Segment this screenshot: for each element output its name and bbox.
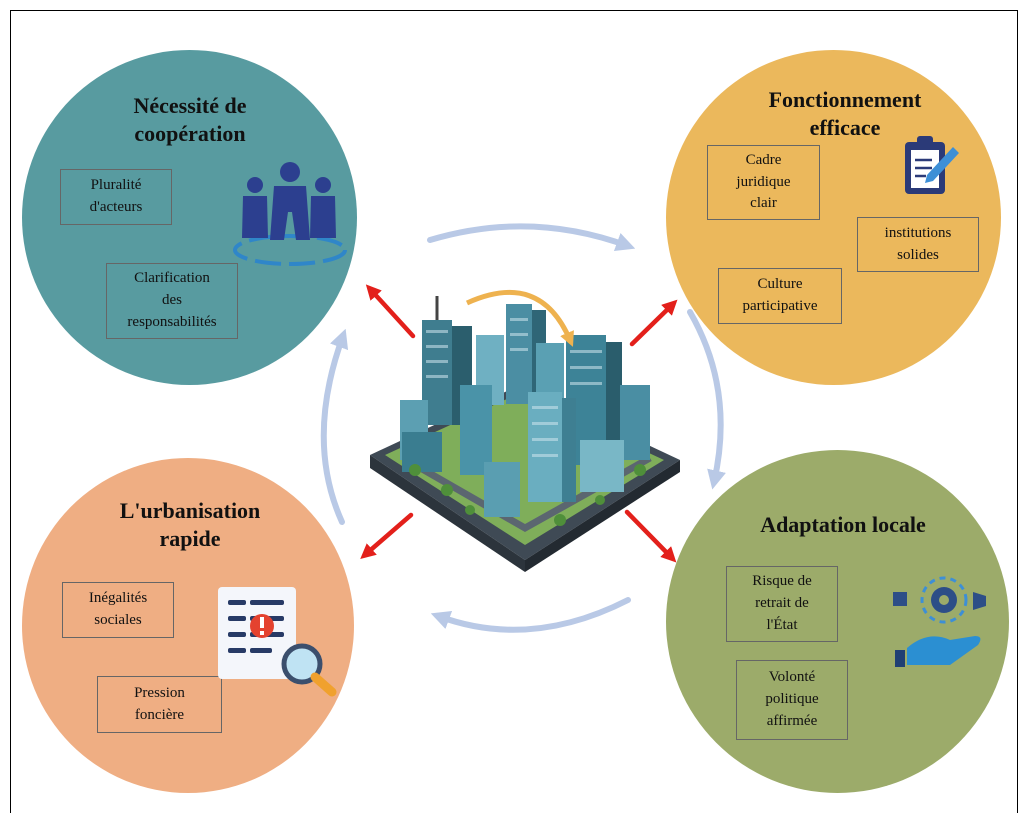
title-fonctionnement: Fonctionnement efficace bbox=[730, 86, 960, 141]
box-inegalites: Inégalités sociales bbox=[62, 582, 174, 638]
box-culture: Culture participative bbox=[718, 268, 842, 324]
box-line: Risque de bbox=[752, 573, 812, 590]
box-line: Clarification bbox=[134, 270, 210, 287]
box-cadre: Cadre juridique clair bbox=[707, 145, 820, 220]
title-adaptation: Adaptation locale bbox=[728, 511, 958, 539]
box-line: responsabilités bbox=[127, 313, 217, 330]
box-line: participative bbox=[742, 298, 818, 314]
title-line: Fonctionnement bbox=[768, 87, 922, 112]
box-line: sociales bbox=[94, 612, 142, 628]
box-line: Pression bbox=[134, 684, 185, 701]
box-clarification: Clarification des responsabilités bbox=[106, 263, 238, 339]
box-line: l'État bbox=[766, 616, 798, 633]
red-arrows bbox=[360, 284, 678, 563]
city-buildings-icon bbox=[370, 289, 680, 572]
box-line: Volonté bbox=[768, 669, 816, 686]
team-people-icon bbox=[233, 162, 347, 266]
title-line: efficace bbox=[809, 114, 881, 140]
document-alert-magnifier-icon bbox=[218, 587, 337, 697]
cycle-arrow-top bbox=[427, 223, 636, 252]
box-line: institutions bbox=[884, 224, 952, 241]
cycle-arrow-right bbox=[687, 309, 726, 490]
cycle-arrows bbox=[320, 223, 726, 633]
red-arrow-top-left bbox=[365, 284, 416, 339]
box-pression: Pression foncière bbox=[97, 676, 222, 733]
box-line: Cadre bbox=[745, 151, 782, 168]
title-cooperation: Nécessité de coopération bbox=[95, 92, 285, 147]
title-line: Nécessité de bbox=[133, 93, 247, 118]
box-line: Culture bbox=[757, 276, 803, 293]
title-line: Adaptation locale bbox=[760, 512, 926, 537]
box-institutions: institutions solides bbox=[857, 217, 979, 272]
clipboard-pen-icon bbox=[905, 136, 959, 194]
title-line: rapide bbox=[159, 525, 221, 551]
circle-urbanisation bbox=[22, 458, 354, 793]
box-risque: Risque de retrait de l'État bbox=[726, 566, 838, 642]
red-arrow-bottom-left bbox=[360, 512, 414, 560]
box-line: foncière bbox=[134, 706, 185, 723]
title-urbanisation: L'urbanisation rapide bbox=[95, 497, 285, 552]
box-line: politique bbox=[765, 691, 819, 708]
box-line: juridique bbox=[736, 173, 791, 190]
box-line: des bbox=[162, 292, 182, 309]
box-line: d'acteurs bbox=[89, 199, 143, 215]
box-line: solides bbox=[897, 246, 939, 263]
box-line: clair bbox=[750, 195, 777, 212]
box-line: affirmée bbox=[766, 712, 818, 729]
box-line: Pluralité bbox=[90, 177, 142, 194]
box-pluralite: Pluralité d'acteurs bbox=[60, 169, 172, 225]
cycle-arrow-left bbox=[320, 328, 349, 525]
cycle-arrow-bottom bbox=[430, 597, 631, 633]
title-line: L'urbanisation bbox=[119, 498, 261, 523]
red-arrow-bottom-right bbox=[624, 509, 677, 563]
frame-border bbox=[10, 10, 1018, 813]
box-line: Inégalités bbox=[88, 590, 148, 607]
box-volonte: Volonté politique affirmée bbox=[736, 660, 848, 740]
hand-gear-icon bbox=[893, 576, 986, 667]
title-line: coopération bbox=[134, 120, 246, 146]
box-line: retrait de bbox=[755, 595, 809, 612]
red-arrow-top-right bbox=[629, 299, 678, 347]
